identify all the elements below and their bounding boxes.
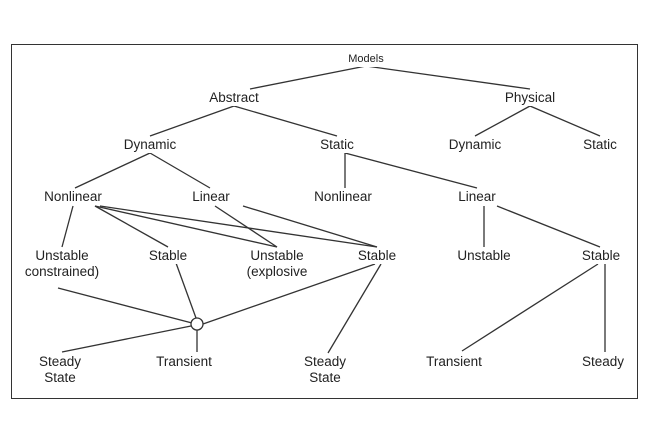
node-linear-dynamic: Linear xyxy=(192,189,230,205)
node-transient-left: Transient xyxy=(156,354,212,370)
edge-linear-unstable-explosive xyxy=(214,205,278,248)
edge-nonlinear-unstable-explosive xyxy=(94,205,278,248)
node-dynamic-physical: Dynamic xyxy=(448,137,502,153)
edge-models-abstract xyxy=(249,65,367,90)
edge-dynamic-linear xyxy=(149,152,211,189)
node-abstract: Abstract xyxy=(209,90,259,106)
node-steady-state-left: Steady State xyxy=(38,354,82,386)
node-stable-linear-dynamic: Stable xyxy=(357,248,397,264)
node-static-abstract: Static xyxy=(320,137,354,153)
edge-physical-dynamic xyxy=(474,105,531,137)
node-unstable-linear-static: Unstable xyxy=(457,248,511,264)
node-unstable-constrained: Unstable constrained) xyxy=(24,248,100,280)
node-stable-linear-static: Stable xyxy=(581,248,621,264)
node-transient-right: Transient xyxy=(426,354,482,370)
node-steady-state-mid: Steady State xyxy=(303,354,347,386)
junction-node xyxy=(190,317,204,331)
node-static-physical: Static xyxy=(583,137,617,153)
edge-models-physical xyxy=(365,65,531,90)
edge-linear-static-stable xyxy=(496,205,601,248)
edge-nonlinear-unstable-constrained xyxy=(61,205,74,248)
edge-nonlinear-stable-right xyxy=(99,205,378,248)
node-nonlinear-static: Nonlinear xyxy=(314,189,372,205)
node-linear-static: Linear xyxy=(458,189,496,205)
edge-stable-right-junction xyxy=(202,263,376,325)
edge-linear-stable xyxy=(242,205,378,248)
edge-dynamic-nonlinear xyxy=(74,152,151,189)
edge-unstable-constrained-junction xyxy=(57,287,193,324)
node-models: Models xyxy=(348,51,384,67)
node-stable-nonlinear: Stable xyxy=(148,248,188,264)
node-dynamic-abstract: Dynamic xyxy=(123,137,177,153)
edge-stable-right-steady-state xyxy=(327,263,382,354)
node-physical: Physical xyxy=(504,90,556,106)
edge-junction-steady-state xyxy=(61,325,192,353)
diagram-frame xyxy=(11,44,638,399)
edge-nonlinear-stable xyxy=(94,205,169,248)
node-steady-right: Steady xyxy=(581,354,625,370)
edge-stable-junction xyxy=(175,262,197,319)
edge-abstract-static xyxy=(233,105,338,137)
node-nonlinear-dynamic: Nonlinear xyxy=(44,189,102,205)
edge-physical-static xyxy=(529,105,601,137)
edge-abstract-dynamic xyxy=(149,105,235,137)
edge-stable-static-transient xyxy=(461,263,599,352)
node-unstable-explosive: Unstable (explosive xyxy=(246,248,308,280)
edge-static-linear xyxy=(344,152,478,189)
